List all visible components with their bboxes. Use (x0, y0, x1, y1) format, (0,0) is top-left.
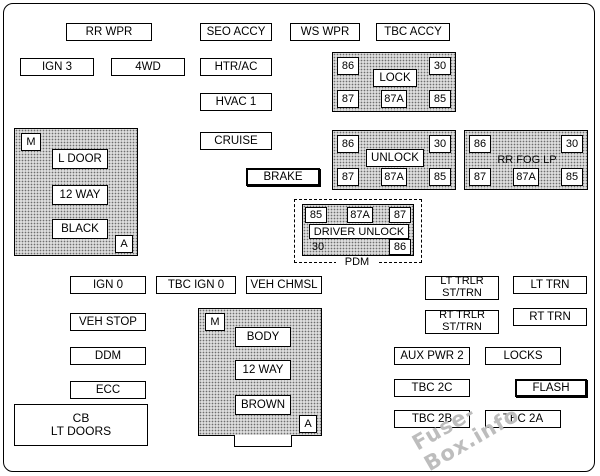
relay-driver-unlock-name: DRIVER UNLOCK (309, 224, 409, 239)
label-4wd: 4WD (111, 58, 185, 76)
relay-lock-pin-30: 30 (429, 57, 451, 75)
relay-rr-fog-lp-name: RR FOG LP (497, 153, 557, 166)
label-seo-accy: SEO ACCY (200, 23, 272, 41)
label-tbc-ign-0: TBC IGN 0 (156, 276, 236, 294)
relay-unlock-name: UNLOCK (366, 149, 424, 167)
connector-left-corner-m: M (21, 133, 41, 151)
relay-lock-pin-85: 85 (429, 90, 451, 108)
label-tbc-2c: TBC 2C (394, 379, 470, 397)
label-hvac-1: HVAC 1 (200, 93, 272, 111)
label-veh-stop: VEH STOP (70, 313, 146, 331)
relay-driver-unlock: 85 87A 87 DRIVER UNLOCK 30 86 (302, 204, 414, 256)
connector-left-item-12-way: 12 WAY (52, 185, 108, 205)
connector-center-item-body: BODY (235, 327, 291, 347)
label-rt-trn: RT TRN (513, 308, 587, 326)
relay-unlock-pin-87: 87 (337, 168, 359, 186)
label-aux-pwr-2: AUX PWR 2 (394, 347, 470, 365)
connector-center-corner-a: A (299, 415, 317, 433)
relay-driver-unlock-pin-87: 87 (389, 207, 411, 223)
label-tbc-2b: TBC 2B (394, 410, 470, 428)
label-ws-wpr: WS WPR (290, 23, 360, 41)
relay-lock-pin-87: 87 (337, 90, 359, 108)
relay-driver-unlock-pin-85: 85 (305, 207, 327, 223)
relay-driver-unlock-pin-30: 30 (311, 241, 325, 253)
label-lt-trlr-st-trn: LT TRLR ST/TRN (425, 276, 499, 300)
relay-unlock: 86 30 UNLOCK 87 87A 85 (332, 130, 456, 190)
label-brake: BRAKE (246, 168, 320, 186)
relay-unlock-pin-86: 86 (337, 135, 359, 153)
connector-left-item-black: BLACK (52, 219, 108, 239)
connector-center-brown: M BODY 12 WAY BROWN A (198, 308, 322, 436)
relay-rr-fog-lp-pin-86: 86 (469, 135, 491, 153)
label-ecc: ECC (70, 381, 146, 399)
label-veh-chmsl: VEH CHMSL (246, 276, 322, 294)
label-rt-trlr-st-trn: RT TRLR ST/TRN (425, 310, 499, 334)
relay-rr-fog-lp-pin-87: 87 (469, 168, 491, 186)
connector-left-corner-a: A (115, 235, 133, 253)
label-locks: LOCKS (485, 347, 561, 365)
relay-rr-fog-lp-pin-87a: 87A (513, 168, 539, 186)
connector-left-black: M L DOOR 12 WAY BLACK A (14, 128, 138, 256)
fuse-panel-outline (3, 3, 595, 472)
relay-lock-pin-87a: 87A (381, 90, 407, 108)
connector-center-corner-m: M (205, 313, 225, 331)
relay-lock-pin-86: 86 (337, 57, 359, 75)
relay-rr-fog-lp: 86 30 RR FOG LP 87 87A 85 (464, 130, 588, 190)
relay-driver-unlock-pin-87a: 87A (347, 207, 373, 223)
label-lt-trn: LT TRN (513, 276, 587, 294)
label-htr-ac: HTR/AC (200, 58, 272, 76)
relay-rr-fog-lp-pin-85: 85 (561, 168, 583, 186)
label-ign-3: IGN 3 (20, 58, 94, 76)
label-cb-lt-doors: CB LT DOORS (14, 404, 148, 446)
connector-center-item-brown: BROWN (235, 395, 291, 415)
relay-lock: 86 30 LOCK 87 87A 85 (332, 52, 456, 112)
relay-unlock-pin-30: 30 (429, 135, 451, 153)
label-ddm: DDM (70, 347, 146, 365)
label-rr-wpr: RR WPR (66, 23, 152, 41)
relay-rr-fog-lp-pin-30: 30 (561, 135, 583, 153)
relay-unlock-pin-85: 85 (429, 168, 451, 186)
label-ign-0: IGN 0 (70, 276, 146, 294)
connector-left-item-l-door: L DOOR (52, 149, 108, 169)
relay-lock-name: LOCK (373, 69, 417, 87)
connector-center-tab (234, 435, 292, 447)
connector-center-item-12-way: 12 WAY (235, 360, 291, 380)
label-tbc-accy: TBC ACCY (376, 23, 450, 41)
label-cruise: CRUISE (200, 132, 272, 150)
label-flash: FLASH (515, 379, 587, 397)
pdm-group-label: PDM (336, 255, 378, 269)
relay-unlock-pin-87a: 87A (381, 168, 407, 186)
relay-driver-unlock-pin-86: 86 (389, 239, 411, 255)
label-tbc-2a: TBC 2A (485, 410, 561, 428)
